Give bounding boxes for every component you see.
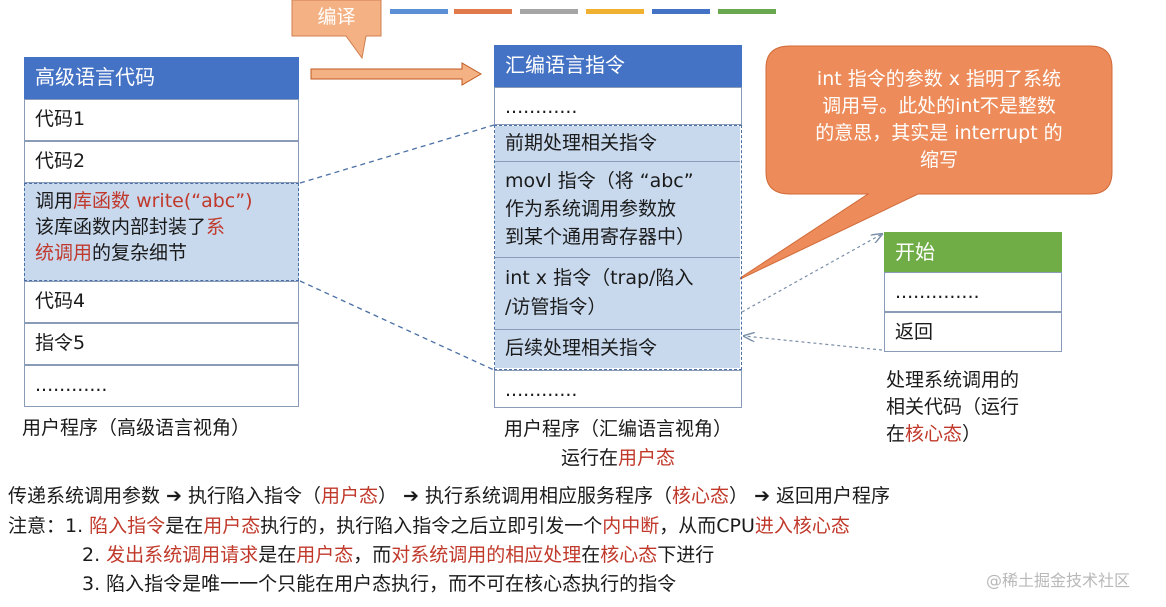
color-bar bbox=[390, 9, 448, 14]
callout-line-4: 缩写 bbox=[919, 149, 958, 171]
color-bar bbox=[652, 9, 710, 14]
color-bar bbox=[586, 9, 644, 14]
callout-line-1: int 指令的参数 x 指明了系统 bbox=[816, 68, 1062, 90]
post-processing-row: 后续处理相关指令 bbox=[495, 330, 740, 368]
kernel-ellipsis-row: .............. bbox=[884, 272, 1062, 312]
kernel-caption-line-2: 相关代码（运行 bbox=[886, 396, 1020, 418]
assembly-caption: 用户程序（汇编语言视角） 运行在用户态 bbox=[470, 415, 766, 473]
compile-arrow bbox=[310, 62, 482, 86]
high-level-caption: 用户程序（高级语言视角） bbox=[22, 417, 251, 439]
library-call-line-3: 统调用的复杂细节 bbox=[35, 242, 188, 264]
code-row-1: 代码1 bbox=[24, 99, 299, 141]
return-arrow bbox=[744, 336, 883, 351]
assembly-caption-line-2: 运行在用户态 bbox=[560, 447, 676, 469]
callout-line-2: 调用号。此处的int不是整数 bbox=[822, 95, 1056, 117]
color-bar bbox=[454, 9, 512, 14]
movl-row: movl 指令（将 “abc” 作为系统调用参数放 到某个通用寄存器中） bbox=[495, 162, 740, 258]
expand-line-bottom bbox=[299, 280, 495, 371]
color-bar bbox=[520, 9, 578, 14]
syscall-flow: 传递系统调用参数 ➔ 执行陷入指令（用户态） ➔ 执行系统调用相应服务程序（核心… bbox=[8, 485, 891, 507]
kernel-caption: 处理系统调用的 相关代码（运行 在核心态） bbox=[886, 367, 1019, 448]
int-line-1: int x 指令（trap/陷入 bbox=[505, 267, 694, 289]
library-call-row: 调用库函数 write(“abc”) 该库函数内部封装了系 统调用的复杂细节 bbox=[24, 183, 299, 281]
int-line-2: /访管指令） bbox=[505, 296, 607, 318]
library-call-line-2: 该库函数内部封装了系 bbox=[35, 216, 226, 238]
int-explanation-callout: int 指令的参数 x 指明了系统 调用号。此处的int不是整数 的意思，其实是… bbox=[778, 66, 1100, 174]
compile-tag-shape bbox=[291, 0, 382, 60]
library-call-line-1: 调用库函数 write(“abc”) bbox=[35, 190, 253, 212]
kernel-return-row: 返回 bbox=[884, 312, 1062, 352]
movl-line-1: movl 指令（将 “abc” bbox=[505, 170, 694, 192]
instruction-row-5: 指令5 bbox=[24, 323, 299, 365]
code-row-4: 代码4 bbox=[24, 281, 299, 323]
expanded-instructions-group: 前期处理相关指令 movl 指令（将 “abc” 作为系统调用参数放 到某个通用… bbox=[494, 125, 742, 370]
assembly-caption-line-1: 用户程序（汇编语言视角） bbox=[503, 418, 732, 440]
ellipsis-row: ............ bbox=[24, 365, 299, 407]
kernel-start-header: 开始 bbox=[884, 232, 1062, 272]
note-2: 2. 发出系统调用请求是在用户态，而对系统调用的相应处理在核心态下进行 bbox=[82, 544, 715, 566]
compile-tag-label: 编译 bbox=[317, 6, 356, 28]
callout-shape bbox=[733, 45, 1113, 283]
int-instruction-row: int x 指令（trap/陷入 /访管指令） bbox=[495, 258, 740, 330]
kernel-caption-line-3: 在核心态） bbox=[886, 423, 982, 445]
note-1: 注意：1. 陷入指令是在用户态执行的，执行陷入指令之后立即引发一个内中断，从而C… bbox=[8, 515, 850, 537]
movl-line-3: 到某个通用寄存器中） bbox=[505, 226, 696, 248]
watermark: @稀土掘金技术社区 bbox=[986, 571, 1131, 590]
expand-line-top bbox=[299, 124, 495, 184]
assembly-header: 汇编语言指令 bbox=[494, 45, 742, 87]
pre-processing-row: 前期处理相关指令 bbox=[495, 126, 740, 162]
trap-arrow bbox=[741, 234, 882, 313]
assembly-ellipsis-top: ............ bbox=[494, 87, 742, 125]
movl-line-2: 作为系统调用参数放 bbox=[505, 198, 677, 220]
color-bar bbox=[718, 9, 776, 14]
assembly-ellipsis-bottom: ............ bbox=[494, 370, 742, 408]
callout-line-3: 的意思，其实是 interrupt 的 bbox=[815, 122, 1063, 144]
kernel-caption-line-1: 处理系统调用的 bbox=[886, 369, 1020, 391]
high-level-code-header: 高级语言代码 bbox=[24, 57, 299, 99]
code-row-2: 代码2 bbox=[24, 141, 299, 183]
note-3: 3. 陷入指令是唯一一个只能在用户态执行，而不可在核心态执行的指令 bbox=[82, 573, 677, 595]
